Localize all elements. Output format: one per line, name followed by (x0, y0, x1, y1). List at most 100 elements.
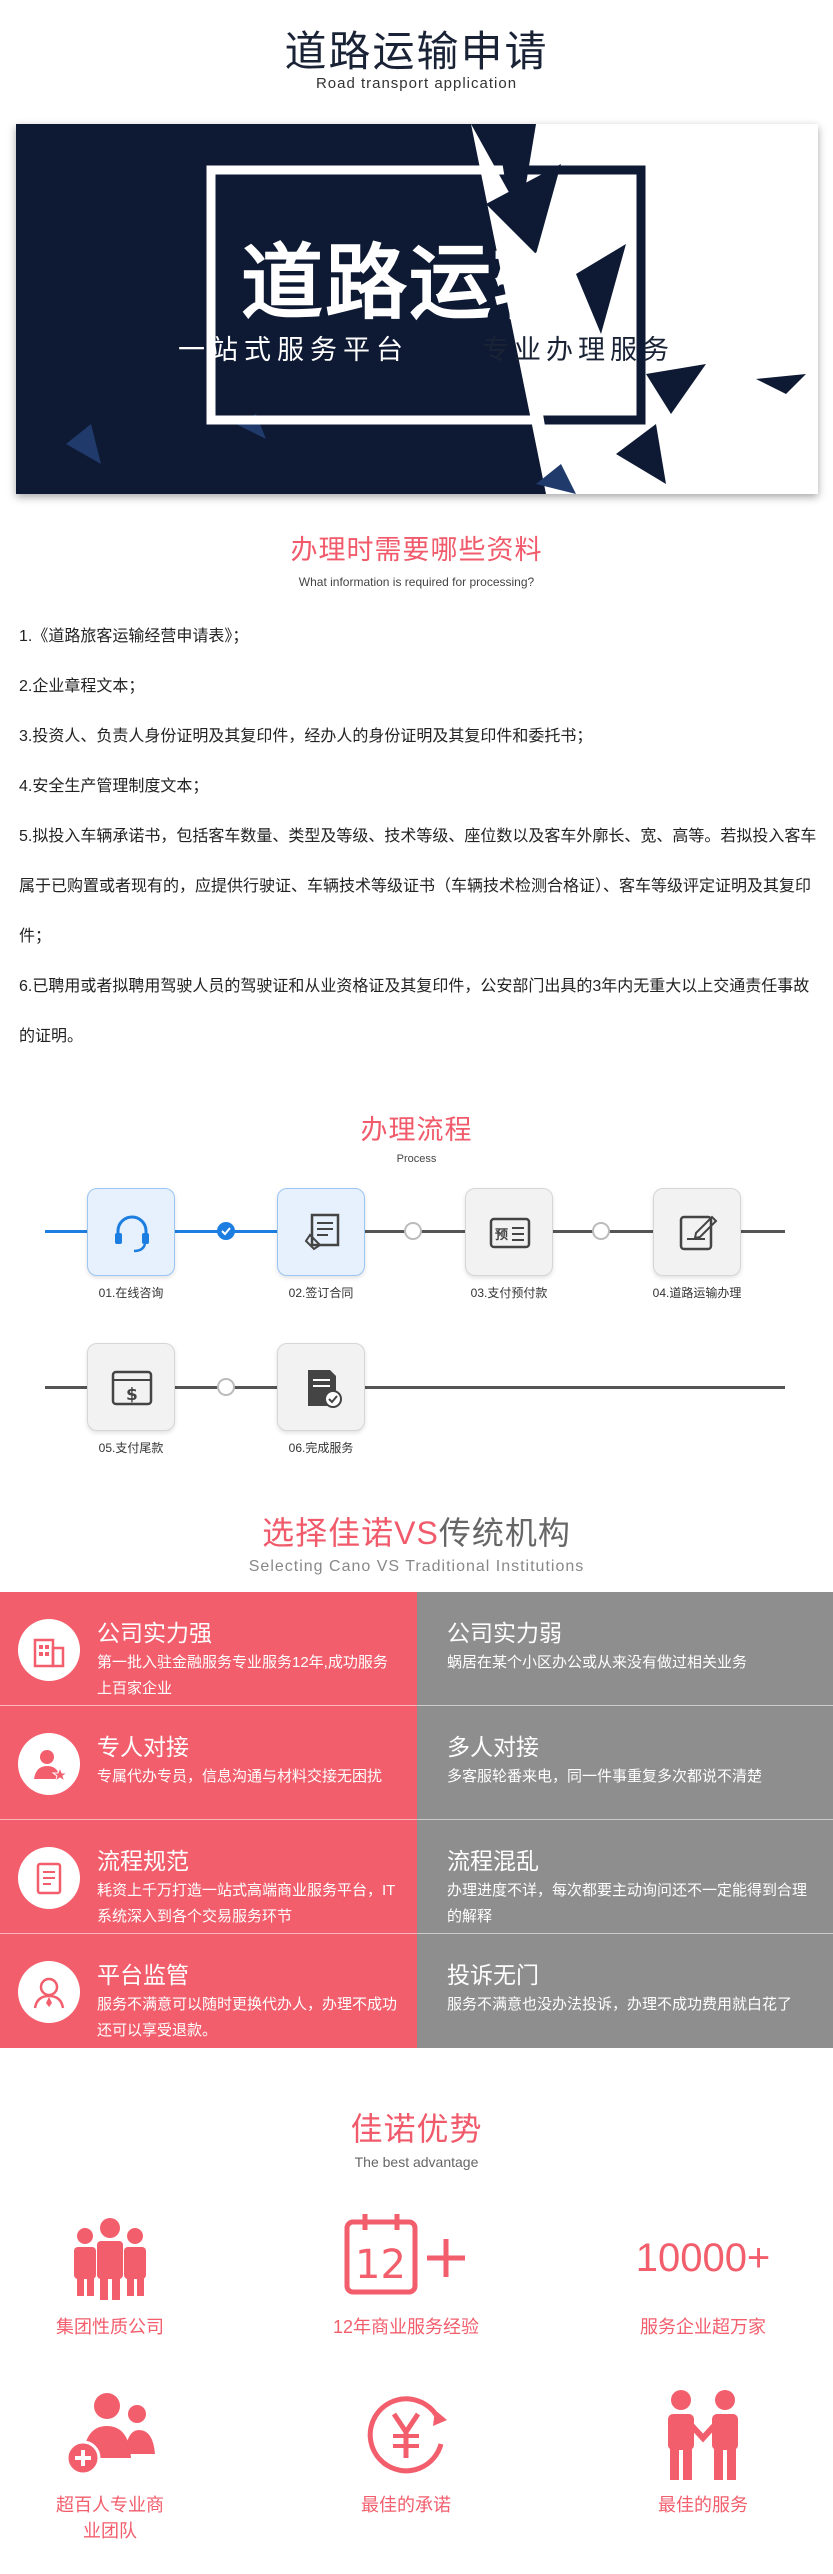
comparison-table: 公司实力强 第一批入驻金融服务专业服务12年,成功服务上百家企业 公司实力弱 蜗… (0, 1592, 833, 2049)
comparison-title: 流程规范 (97, 1848, 189, 1874)
step-label: 02.签订合同 (288, 1286, 354, 1300)
page-header: 道路运输申请 Road transport application (0, 0, 833, 110)
svg-text:$: $ (126, 1385, 138, 1405)
compare-title-vs: VS (394, 1515, 439, 1551)
advantage-item: 超百人专业商业团队 (0, 2386, 220, 2544)
comparison-text: 服务不满意也没办法投诉，办理不成功费用就白花了 (447, 1996, 793, 2013)
compare-section-header: 选择佳诺VS传统机构 Selecting Cano VS Traditional… (0, 1508, 833, 1576)
row-divider (0, 1933, 833, 1934)
prepayment-icon: 预 (489, 1217, 531, 1249)
banner-tagline-left: 一站式服务平台 (178, 335, 409, 365)
edit-form-icon (679, 1215, 718, 1251)
process-dot (592, 1222, 610, 1240)
comparison-icon-badge (18, 1847, 80, 1909)
advantage-label: 最佳的服务 (658, 2495, 748, 2515)
comparison-text: 多客服轮番来电，同一件事重复多次都说不清楚 (447, 1768, 763, 1785)
comparison-brand-cell: 平台监管 服务不满意可以随时更换代办人，办理不成功还可以享受退款。 (0, 1934, 417, 2048)
comparison-icon-badge (18, 1961, 80, 2023)
comparison-title: 公司实力强 (97, 1620, 212, 1646)
comparison-traditional-cell: 投诉无门 服务不满意也没办法投诉，办理不成功费用就白花了 (417, 1934, 833, 2048)
process-subtitle: Process (396, 1153, 437, 1165)
calendar-number: 12 (355, 2242, 406, 2288)
comparison-traditional-cell: 流程混乱 办理进度不详，每次都要主动询问还不一定能得到合理的解释 (417, 1820, 833, 1934)
advantage-item: 集团性质公司 (0, 2208, 220, 2340)
comparison-brand-cell: 公司实力强 第一批入驻金融服务专业服务12年,成功服务上百家企业 (0, 1592, 417, 1706)
comparison-text: 专属代办专员，信息沟通与材料交接无困扰 (97, 1768, 383, 1785)
table-row: 平台监管 服务不满意可以随时更换代办人，办理不成功还可以享受退款。 投诉无门 服… (0, 1934, 833, 2048)
svg-text:预: 预 (495, 1228, 508, 1243)
banner-tagline-right: 专业办理服务 (482, 335, 674, 365)
check-icon (221, 1227, 231, 1236)
table-row: 公司实力强 第一批入驻金融服务专业服务12年,成功服务上百家企业 公司实力弱 蜗… (0, 1592, 833, 1706)
step-prepayment[interactable]: 预 (465, 1188, 553, 1276)
comparison-text: 办理进度不详，每次都要主动询问还不一定能得到合理的解释 (447, 1882, 808, 1925)
advantage-label: 集团性质公司 (56, 2317, 164, 2337)
row-divider (0, 1819, 833, 1820)
materials-title: 办理时需要哪些资料 (290, 535, 543, 565)
comparison-icon-badge (18, 1733, 80, 1795)
list-item: 5.拟投入车辆承诺书，包括客车数量、类型及等级、技术等级、座位数以及客车外廓长、… (19, 828, 817, 945)
step-sign-contract[interactable] (277, 1188, 365, 1276)
advantage-item: 最佳的承诺 (296, 2386, 516, 2518)
process-section-header: 办理流程 Process (0, 1108, 833, 1165)
materials-section-header: 办理时需要哪些资料 What information is required f… (0, 528, 833, 589)
comparison-icon-badge (18, 1619, 80, 1681)
table-row: 专人对接 专属代办专员，信息沟通与材料交接无困扰 多人对接 多客服轮番来电，同一… (0, 1706, 833, 1820)
advantages-section-header: 佳诺优势 The best advantage (0, 2104, 833, 2170)
handshake-people-icon (668, 2390, 738, 2480)
advantage-item: 最佳的服务 (593, 2386, 813, 2518)
process-dot (404, 1222, 422, 1240)
compare-subtitle: Selecting Cano VS Traditional Institutio… (248, 1558, 585, 1575)
list-item: 3.投资人、负责人身份证明及其复印件，经办人的身份证明及其复印件和委托书； (19, 728, 593, 745)
materials-subtitle: What information is required for process… (298, 575, 535, 589)
step-label: 01.在线咨询 (98, 1286, 164, 1300)
list-item: 2.企业章程文本； (19, 678, 145, 695)
compare-title-rest: 传统机构 (438, 1515, 571, 1551)
advantage-label: 服务企业超万家 (640, 2317, 766, 2337)
step-label: 05.支付尾款 (98, 1441, 164, 1455)
advantage-item: 10000+ 服务企业超万家 (593, 2208, 813, 2340)
comparison-brand-cell: 流程规范 耗资上千万打造一站式高端商业服务平台，IT系统深入到各个交易服务环节 (0, 1820, 417, 1934)
process-title: 办理流程 (360, 1115, 473, 1145)
row-divider (0, 1705, 833, 1706)
advantage-label: 超百人专业商业团队 (56, 2495, 164, 2541)
headset-icon (115, 1215, 149, 1253)
page-title: 道路运输申请 (284, 28, 549, 75)
checklist-icon (36, 1862, 62, 1895)
comparison-title: 平台监管 (97, 1962, 189, 1988)
step-label: 04.道路运输办理 (652, 1286, 742, 1300)
process-line-pending (45, 1386, 785, 1389)
compare-title-brand: 选择佳诺 (262, 1515, 395, 1551)
team-plus-icon (65, 2393, 155, 2476)
building-icon (33, 1638, 65, 1668)
list-item: 6.已聘用或者拟聘用驾驶人员的驾驶证和从业资格证及其复印件，公安部门出具的3年内… (19, 978, 810, 1045)
banner-headline: 道路运输 (241, 238, 578, 329)
yuan-coin-icon (367, 2396, 447, 2474)
person-star-icon (34, 1750, 67, 1782)
process-dot-done (217, 1222, 235, 1240)
list-item: 4.安全生产管理制度文本； (19, 778, 209, 795)
banner-background-graphic (66, 124, 818, 494)
step-online-consult[interactable] (87, 1188, 175, 1276)
process-dot (217, 1378, 235, 1396)
materials-list: 1.《道路旅客运输经营申请表》； 2.企业章程文本； 3.投资人、负责人身份证明… (19, 612, 819, 1062)
calendar-12-icon: 12 (344, 2214, 465, 2295)
table-row: 流程规范 耗资上千万打造一站式高端商业服务平台，IT系统深入到各个交易服务环节 … (0, 1820, 833, 1934)
comparison-text: 服务不满意可以随时更换代办人，办理不成功还可以享受退款。 (97, 1996, 398, 2039)
step-label: 03.支付预付款 (470, 1286, 548, 1300)
contract-sign-icon (304, 1213, 340, 1251)
compare-title: 选择佳诺VS传统机构 (0, 1508, 833, 1554)
comparison-brand-cell: 专人对接 专属代办专员，信息沟通与材料交接无困扰 (0, 1706, 417, 1820)
step-complete-service[interactable] (277, 1343, 365, 1431)
comparison-text: 第一批入驻金融服务专业服务12年,成功服务上百家企业 (97, 1654, 388, 1697)
advantage-label: 最佳的承诺 (361, 2495, 451, 2515)
step-label: 06.完成服务 (288, 1441, 354, 1455)
advantage-big-number: 10000+ (635, 2236, 771, 2280)
step-final-payment[interactable]: $ (87, 1343, 175, 1431)
step-road-transport[interactable] (653, 1188, 741, 1276)
advantage-label: 12年商业服务经验 (332, 2317, 480, 2337)
page-subtitle: Road transport application (315, 75, 518, 92)
payment-icon: $ (111, 1370, 153, 1406)
group-people-icon (74, 2218, 146, 2300)
comparison-title: 投诉无门 (447, 1962, 539, 1988)
